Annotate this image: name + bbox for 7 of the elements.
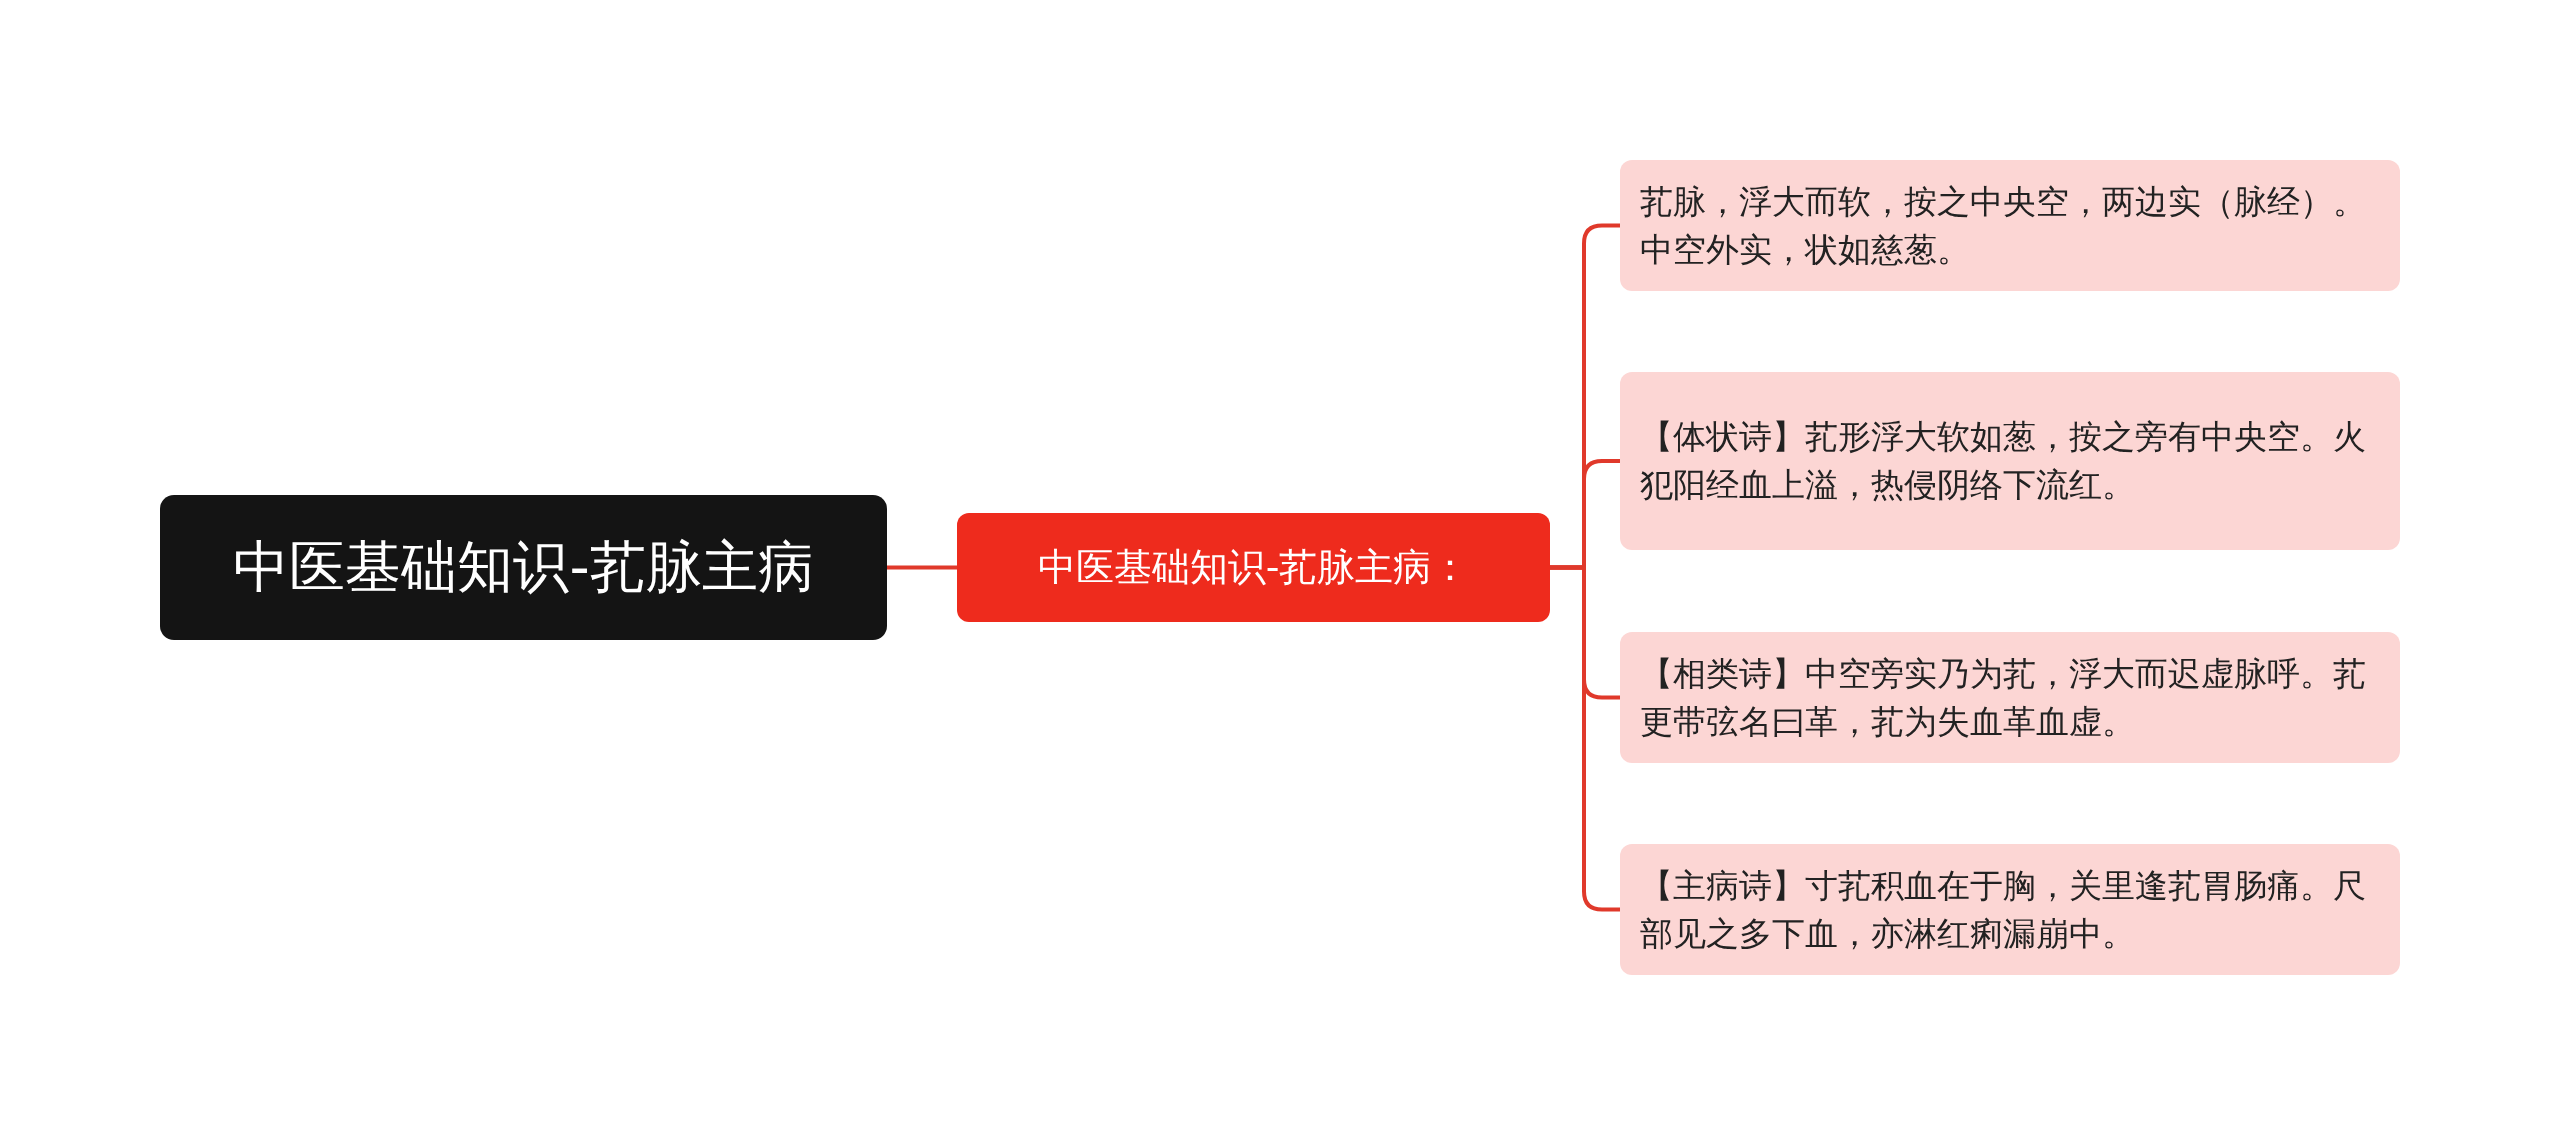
topic-box: 中医基础知识-芤脉主病： <box>957 513 1550 622</box>
connector-line <box>887 565 957 570</box>
note-box: 【体状诗】芤形浮大软如葱，按之旁有中央空。火犯阳经血上溢，热侵阴络下流红。 <box>1620 372 2400 550</box>
note-box: 芤脉，浮大而软，按之中央空，两边实（脉经）。中空外实，状如慈葱。 <box>1620 160 2400 291</box>
root-box: 中医基础知识-芤脉主病 <box>160 495 887 640</box>
note-box: 【主病诗】寸芤积血在于胸，关里逢芤胃肠痛。尺部见之多下血，亦淋红痢漏崩中。 <box>1620 844 2400 975</box>
note-box: 【相类诗】中空旁实乃为芤，浮大而迟虚脉呼。芤更带弦名曰革，芤为失血革血虚。 <box>1620 632 2400 763</box>
